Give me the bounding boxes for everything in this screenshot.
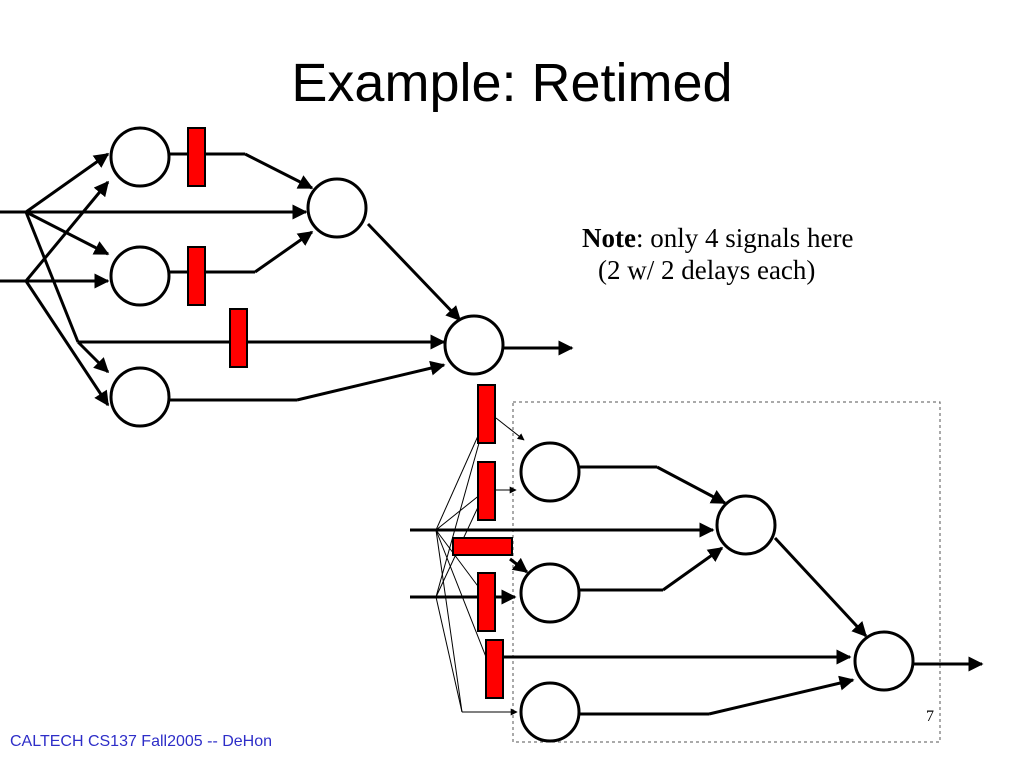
register <box>187 246 206 306</box>
wire <box>435 417 487 598</box>
lower-network <box>410 465 984 716</box>
lower-nodes <box>519 441 915 743</box>
wire <box>435 529 487 658</box>
upper-network <box>0 152 574 407</box>
wire <box>296 360 446 402</box>
note-text: Note: only 4 signals here (2 w/ 2 delays… <box>582 222 853 286</box>
register <box>452 537 513 556</box>
wire <box>76 340 110 374</box>
register <box>477 384 496 444</box>
register <box>187 127 206 187</box>
logic-node <box>306 177 368 239</box>
wire <box>244 152 314 190</box>
wire <box>509 557 529 574</box>
register <box>485 639 504 699</box>
register <box>477 572 496 632</box>
note-label: Note <box>582 223 636 253</box>
wire <box>254 230 314 274</box>
wire <box>708 675 855 716</box>
upper-nodes <box>109 126 505 428</box>
logic-node <box>109 245 171 307</box>
register <box>229 308 248 368</box>
register <box>477 461 496 521</box>
logic-node <box>519 441 581 503</box>
wire <box>24 211 80 343</box>
wire <box>24 180 110 282</box>
logic-node <box>109 366 171 428</box>
dashed-boundary <box>512 401 941 743</box>
logic-node <box>443 314 505 376</box>
wire <box>24 280 110 407</box>
note-body: : only 4 signals here <box>635 223 854 253</box>
logic-node <box>853 630 915 692</box>
logic-node <box>519 562 581 624</box>
logic-node <box>519 681 581 743</box>
wire <box>495 417 525 441</box>
wire <box>435 529 463 713</box>
wire <box>656 465 727 505</box>
logic-node <box>715 494 777 556</box>
footer-text: CALTECH CS137 Fall2005 -- DeHon <box>10 733 273 750</box>
wire <box>773 536 868 638</box>
lower-registers <box>452 384 513 699</box>
page-number: 7 <box>926 708 934 725</box>
wire <box>25 152 110 214</box>
upper-registers <box>187 127 248 368</box>
logic-node <box>109 126 171 188</box>
wire <box>662 546 724 592</box>
wire <box>366 222 462 322</box>
wire <box>435 596 463 713</box>
note-line2: (2 w/ 2 delays each) <box>598 255 816 285</box>
slide-title: Example: Retimed <box>291 53 733 113</box>
